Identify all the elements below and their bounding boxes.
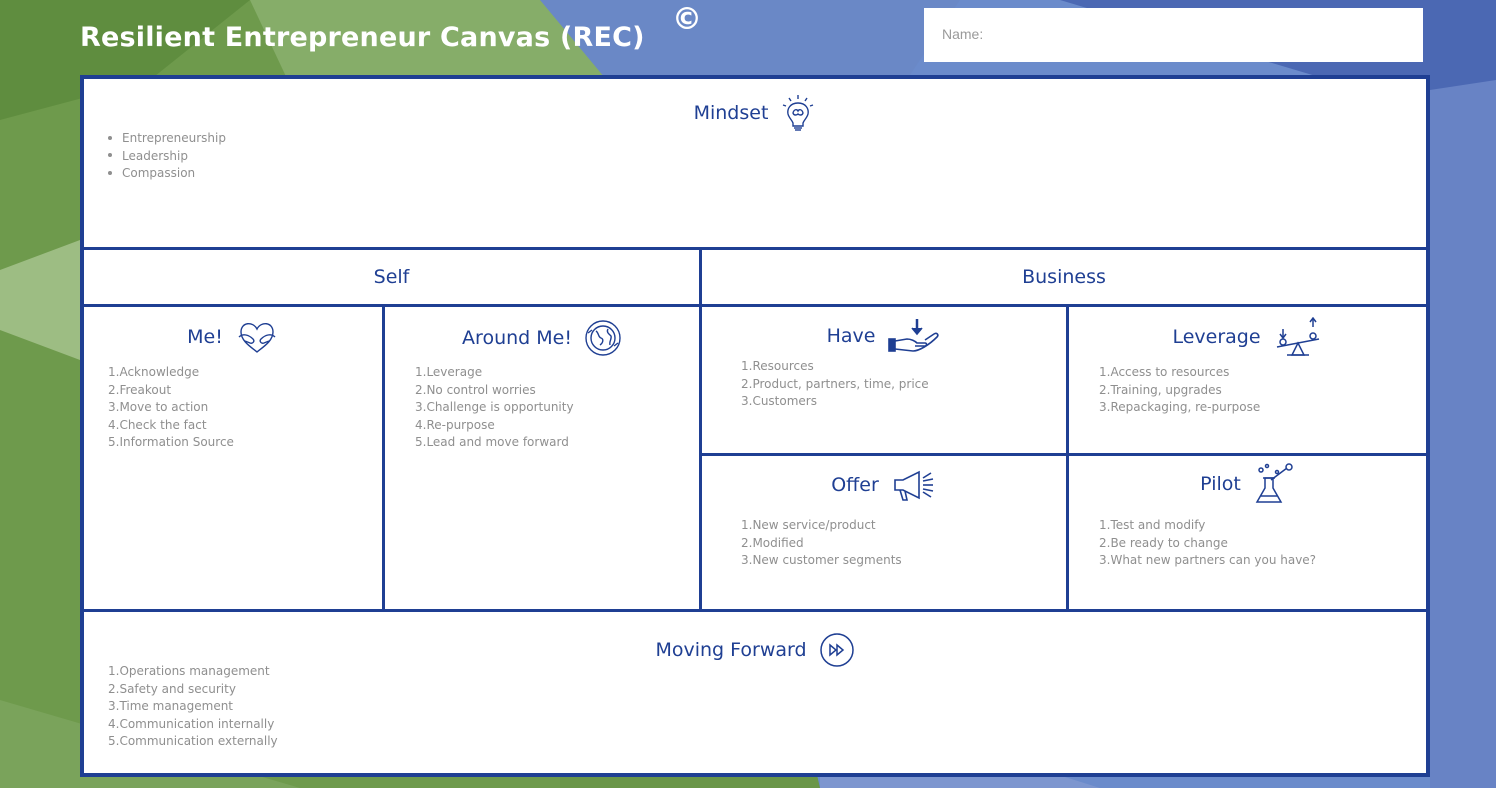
list-item: Compassion <box>108 165 226 183</box>
offer-section: Offer 1.New service/product 2.Modified 3… <box>702 456 1066 609</box>
list-item: 3.Challenge is opportunity <box>415 400 574 414</box>
me-section: Me! 1.Acknowledge 2.Freakout 3.Move to a… <box>84 307 382 609</box>
list-item: 5.Lead and move forward <box>415 435 569 449</box>
pilot-header: Pilot <box>1069 462 1426 506</box>
business-title: Business <box>1022 266 1106 288</box>
have-title: Have <box>826 325 876 347</box>
have-section: Have 1.Resources 2.Product, partners, ti… <box>702 307 1066 453</box>
list-item: 1.Access to resources <box>1099 365 1230 379</box>
divider <box>1066 304 1069 612</box>
fast-forward-icon <box>819 633 854 667</box>
list-item: 2.Modified <box>741 535 804 550</box>
moving-forward-list: 1.Operations management 2.Safety and sec… <box>108 663 278 751</box>
list-item: 2.Be ready to change <box>1099 535 1228 550</box>
divider <box>84 609 1426 612</box>
list-item: Leadership <box>108 148 226 166</box>
leverage-section: Leverage 1.Access to resources 2.Trainin… <box>1069 307 1426 453</box>
moving-forward-title: Moving Forward <box>655 639 807 661</box>
around-me-section: Around Me! 1.Leverage 2.No control worri… <box>385 307 699 609</box>
self-title: Self <box>373 266 410 288</box>
around-me-list: 1.Leverage 2.No control worries 3.Challe… <box>415 364 574 452</box>
offer-header: Offer <box>702 468 1066 502</box>
list-item: 1.Acknowledge <box>108 365 200 379</box>
divider <box>84 247 1426 250</box>
moving-forward-section: Moving Forward 1.Operations management 2… <box>84 612 1426 773</box>
list-item: 1.Leverage <box>415 365 483 379</box>
heart-hands-icon <box>238 323 276 353</box>
lightbulb-brain-icon <box>783 95 814 131</box>
megaphone-icon <box>893 470 933 501</box>
list-item: 2.Safety and security <box>108 681 236 696</box>
name-field[interactable]: Name: <box>924 8 1423 62</box>
around-me-title: Around Me! <box>462 327 572 349</box>
list-item: 2.Product, partners, time, price <box>741 376 929 391</box>
mindset-title: Mindset <box>693 102 769 124</box>
divider <box>701 453 1426 456</box>
pilot-list: 1.Test and modify 2.Be ready to change 3… <box>1099 517 1316 570</box>
offer-title: Offer <box>831 474 879 496</box>
have-header: Have <box>702 317 1066 355</box>
offer-list: 1.New service/product 2.Modified 3.New c… <box>741 517 902 570</box>
me-title: Me! <box>187 326 223 348</box>
mindset-header: Mindset <box>84 93 1426 133</box>
divider <box>382 304 385 612</box>
flask-icon <box>1255 463 1293 503</box>
list-item: 1.Operations management <box>108 664 270 678</box>
list-item: 5.Information Source <box>108 435 234 449</box>
divider <box>699 247 702 612</box>
self-title-wrap: Self <box>84 266 699 288</box>
list-item: 1.Resources <box>741 359 814 373</box>
globe-icon <box>585 320 621 356</box>
pilot-title: Pilot <box>1200 473 1241 495</box>
list-item: 3.What new partners can you have? <box>1099 553 1317 567</box>
business-title-wrap: Business <box>702 266 1426 288</box>
list-item: 3.Customers <box>741 394 817 408</box>
list-item: 3.Move to action <box>108 400 209 414</box>
list-item: 3.Repackaging, re-purpose <box>1099 400 1261 414</box>
copyright-symbol: © <box>672 2 702 37</box>
list-item: 3.Time management <box>108 699 234 713</box>
around-me-header: Around Me! <box>385 319 699 357</box>
leverage-header: Leverage <box>1069 317 1426 357</box>
list-item: 2.No control worries <box>415 382 536 397</box>
list-item: 4.Re-purpose <box>415 417 495 432</box>
me-list: 1.Acknowledge 2.Freakout 3.Move to actio… <box>108 364 234 452</box>
list-item: 1.Test and modify <box>1099 518 1206 532</box>
list-item: 2.Training, upgrades <box>1099 382 1222 397</box>
self-section-header: Self <box>84 250 699 304</box>
me-header: Me! <box>84 319 382 355</box>
business-section-header: Business <box>702 250 1426 304</box>
mindset-list: Entrepreneurship Leadership Compassion <box>108 130 226 183</box>
list-item: 2.Freakout <box>108 382 172 397</box>
divider <box>84 304 1426 307</box>
list-item: 1.New service/product <box>741 518 876 532</box>
moving-forward-header: Moving Forward <box>84 632 1426 668</box>
have-list: 1.Resources 2.Product, partners, time, p… <box>741 358 929 411</box>
mindset-section: Mindset Entrepreneurship Leadership Comp… <box>84 79 1426 247</box>
list-item: 4.Communication internally <box>108 716 275 731</box>
leverage-title: Leverage <box>1172 326 1261 348</box>
list-item: 4.Check the fact <box>108 417 207 432</box>
hand-receive-icon <box>888 319 940 352</box>
list-item: 5.Communication externally <box>108 734 278 748</box>
leverage-list: 1.Access to resources 2.Training, upgrad… <box>1099 364 1260 417</box>
seesaw-icon <box>1276 317 1319 356</box>
page-title: Resilient Entrepreneur Canvas (REC) <box>80 22 645 53</box>
list-item: Entrepreneurship <box>108 130 226 148</box>
canvas-frame: Mindset Entrepreneurship Leadership Comp… <box>80 75 1430 777</box>
list-item: 3.New customer segments <box>741 553 902 567</box>
pilot-section: Pilot 1.Test and modify 2.Be ready to ch… <box>1069 456 1426 609</box>
